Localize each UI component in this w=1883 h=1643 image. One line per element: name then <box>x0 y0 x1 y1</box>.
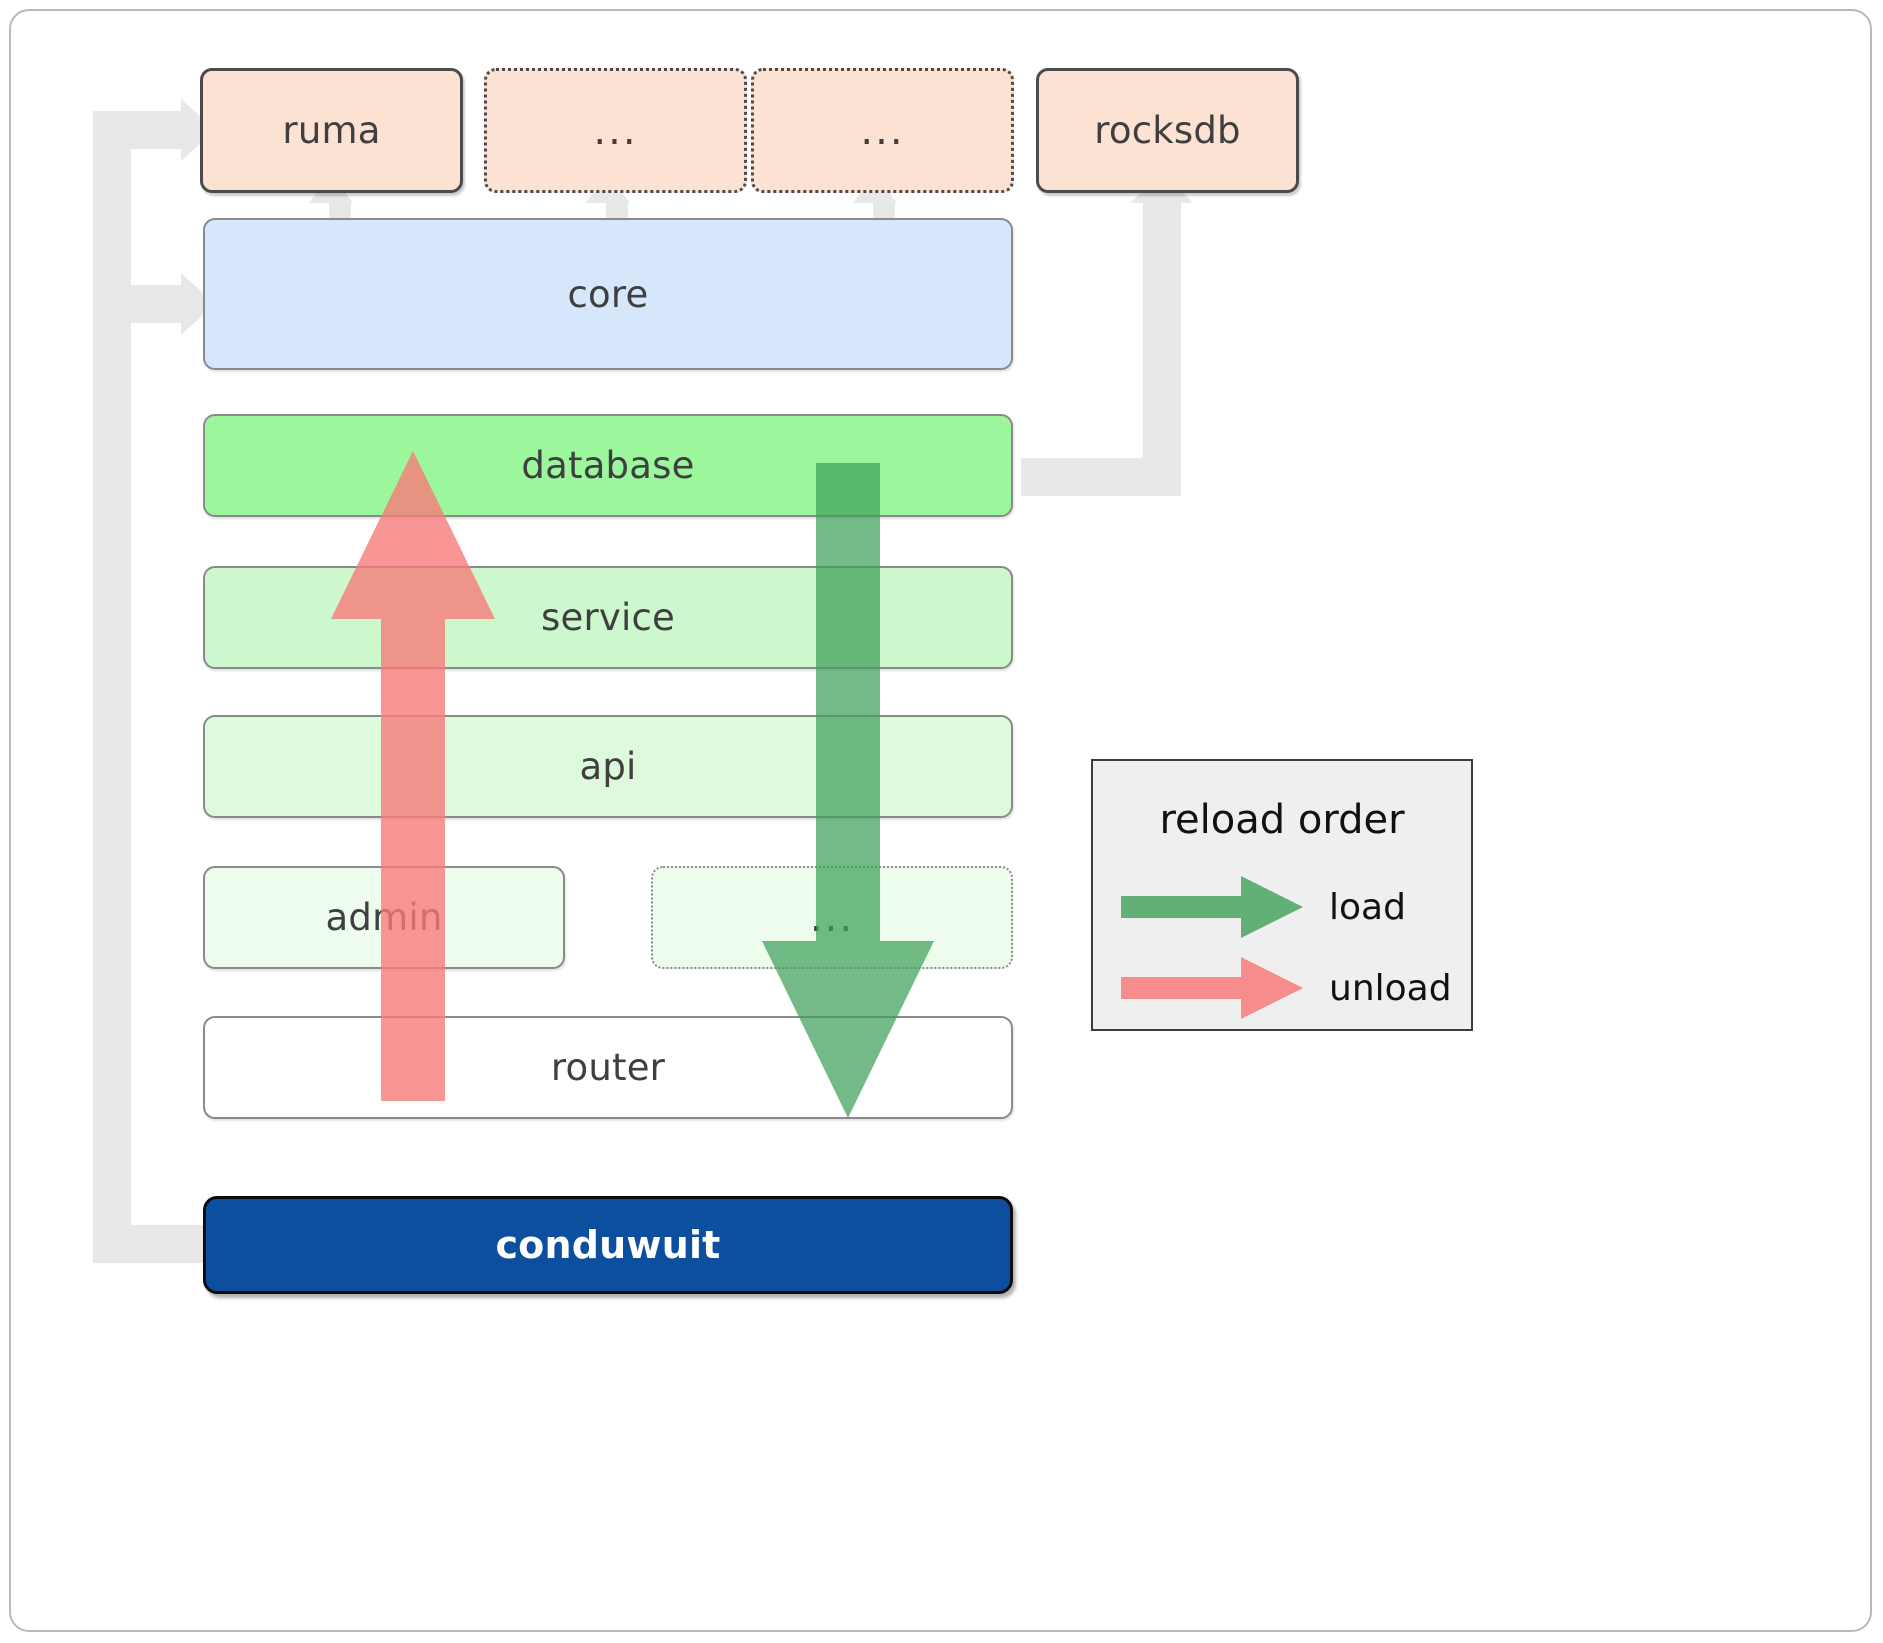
connector-spine-left <box>93 111 131 1263</box>
connector-database-to-rocksdb-vertical <box>1143 201 1181 496</box>
legend-row-unload: unload <box>1121 957 1452 1019</box>
unload-legend-icon <box>1121 957 1303 1019</box>
root-box-conduwuit[interactable]: conduwuit <box>203 1196 1013 1294</box>
legend-panel: reload order load unload <box>1091 759 1473 1031</box>
dependency-box-dep-b[interactable]: ... <box>751 68 1014 193</box>
layer-label-core: core <box>567 272 649 316</box>
dependency-box-ruma[interactable]: ruma <box>200 68 463 193</box>
connector-branch-ruma <box>93 111 183 149</box>
layer-label-service: service <box>541 596 675 639</box>
legend-label-load: load <box>1329 886 1406 928</box>
layer-label-database: database <box>521 444 695 487</box>
dependency-box-dep-a[interactable]: ... <box>484 68 747 193</box>
layer-label-api: api <box>579 745 637 788</box>
layer-box-core[interactable]: core <box>203 218 1013 370</box>
dependency-label-dep-a: ... <box>593 107 638 154</box>
unload-arrow-up <box>323 451 503 1101</box>
layer-label-router: router <box>550 1046 666 1089</box>
diagram-frame: ruma ... ... rocksdb core database servi… <box>9 9 1872 1632</box>
dependency-label-ruma: ruma <box>282 109 381 152</box>
load-legend-icon <box>1121 876 1303 938</box>
connector-branch-core <box>93 285 183 323</box>
legend-label-unload: unload <box>1329 967 1452 1009</box>
root-label-conduwuit: conduwuit <box>495 1223 721 1267</box>
dependency-box-rocksdb[interactable]: rocksdb <box>1036 68 1299 193</box>
dependency-label-rocksdb: rocksdb <box>1094 109 1241 152</box>
dependency-label-dep-b: ... <box>860 107 905 154</box>
legend-title: reload order <box>1159 797 1405 843</box>
load-arrow-down <box>753 463 943 1118</box>
legend-row-load: load <box>1121 876 1406 938</box>
